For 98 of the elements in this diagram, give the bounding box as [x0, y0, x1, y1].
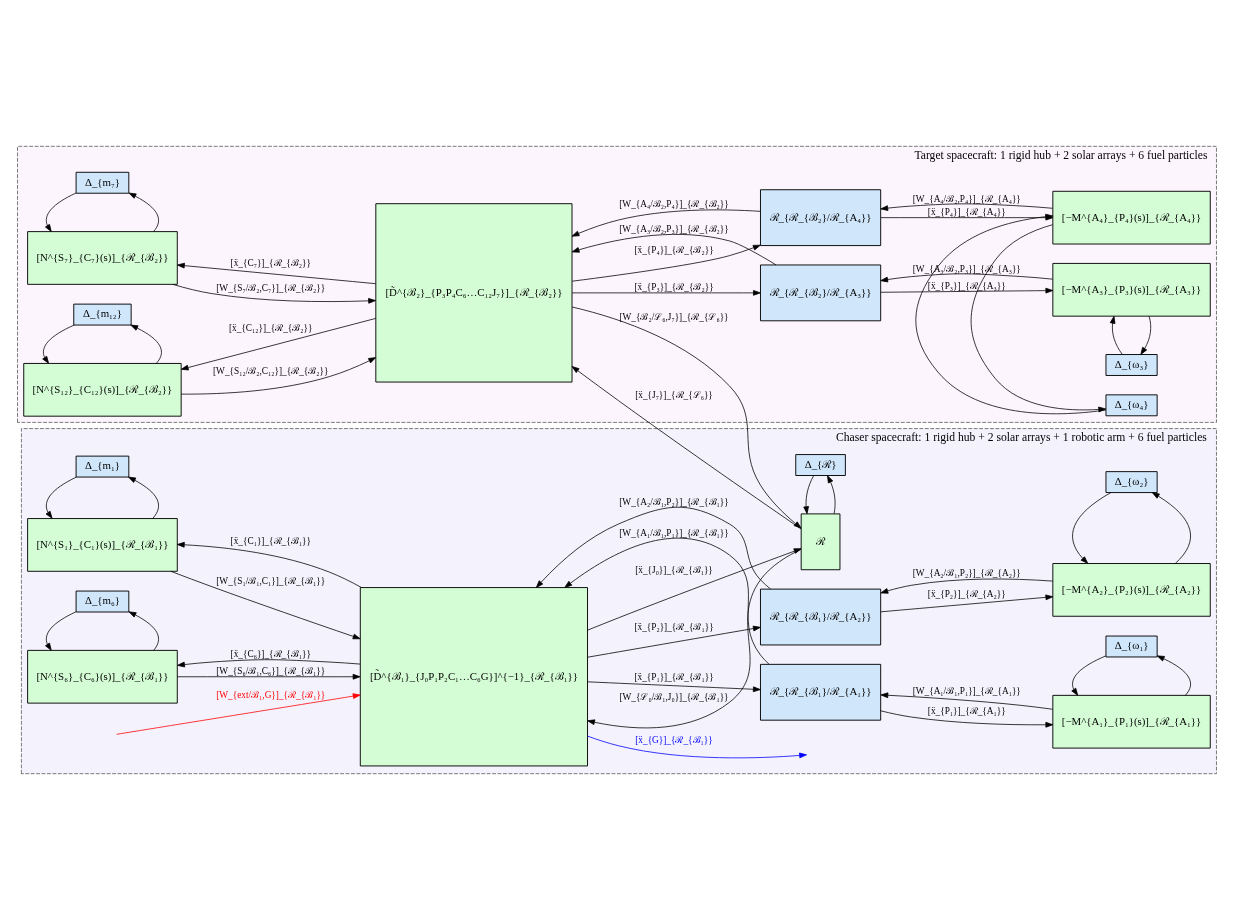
arrow	[177, 658, 361, 667]
arrow	[970, 223, 1107, 412]
node-box: ℛ_{ℛ_{ℬ₁}/ℛ_{A₁}}	[760, 663, 882, 721]
arrow	[827, 474, 836, 514]
arrow	[571, 289, 761, 296]
node-box: Δ_{ℛ}	[795, 453, 846, 476]
arrow	[180, 317, 377, 370]
arrow	[880, 709, 1054, 728]
edge-label: [W_{A₄/ℬ₂,P₄}]_{ℛ_{ℬ₂}}	[619, 198, 729, 209]
arrow	[128, 476, 159, 519]
arrow	[45, 192, 77, 232]
arrow	[587, 680, 761, 692]
edge-label: [W_{A₁/ℬ₁,P₁}]_{ℛ_{ℬ₁}}	[619, 527, 729, 538]
arrow	[880, 594, 1054, 612]
arrow	[587, 547, 802, 630]
arrow	[45, 476, 77, 519]
edge-label: [W_{A₄/ℬ₂,P₄}]_{ℛ_{A₄}}	[912, 193, 1021, 204]
edge-label: [W_{A₃/ℬ₂,P₃}]_{ℛ_{ℬ₂}}	[619, 223, 729, 234]
edge-label: [ẍ_{P₁}]_{ℛ_{ℬ₁}}	[634, 671, 714, 682]
arrow	[177, 262, 376, 284]
arrow	[880, 287, 1054, 293]
arrow	[176, 541, 362, 588]
edge-label: [ẍ_{C₆}]_{ℛ_{ℬ₁}}	[230, 648, 311, 659]
node-box: Δ_{m₁}	[75, 455, 130, 478]
node-box: [−M^{A₄}_{P₄}(s)]_{ℛ_{A₄}}	[1052, 190, 1211, 244]
edge-label: [W_{A₂/ℬ₁,P₂}]_{ℛ_{A₂}}	[912, 567, 1021, 578]
arrow	[172, 283, 376, 304]
edge-label: [W_{ℬ₂/ℒ₆,J₇}]_{ℛ_{ℒ₆}}	[619, 311, 729, 322]
arrow	[571, 209, 761, 237]
edge-label: [ẍ_{P₂}]_{ℛ_{A₂}}	[927, 588, 1006, 599]
node-box: Δ_{ω₃}	[1105, 353, 1158, 376]
edge-label: [ẍ_{J₇}]_{ℛ_{ℒ₆}}	[635, 389, 713, 400]
node-box: [D̃^{ℬ₂}_{P₃P₄C₆…C₁₂J₇}]_{ℛ_{ℬ₂}}	[375, 202, 573, 383]
edge-label: [W_{ℒ₀/ℬ₁,J₀}]_{ℛ_{ℬ₁}}	[619, 691, 729, 702]
node-box: [−M^{A₂}_{P₂}(s)]_{ℛ_{A₂}}	[1052, 562, 1211, 617]
edge-label: [ẍ_{C₁₂}]_{ℛ_{ℬ₂}}	[228, 322, 313, 333]
edge-label: [W_{A₃/ℬ₂,P₃}]_{ℛ_{A₃}}	[912, 263, 1021, 274]
edge-label: [W_{A₂/ℬ₁,P₂}]_{ℛ_{ℬ₁}}	[619, 496, 729, 507]
arrow	[880, 272, 1053, 282]
arrow	[45, 610, 77, 651]
arrow	[587, 735, 807, 758]
arrow	[1071, 654, 1107, 696]
node-box: [−M^{A₁}_{P₁}(s)]_{ℛ_{A₁}}	[1052, 694, 1211, 749]
edge-label: [ẍ_{P₄}]_{ℛ_{ℬ₂}}	[634, 244, 714, 255]
edge-label: [W_{A₁/ℬ₁,P₁}]_{ℛ_{A₁}}	[912, 685, 1021, 696]
node-box: Δ_{ω₄}	[1105, 393, 1158, 416]
node-box: Δ_{ω₂}	[1105, 470, 1158, 493]
edge-label: [ẍ_{P₁}]_{ℛ_{A₁}}	[927, 705, 1006, 716]
edge-label: [ẍ_{P₂}]_{ℛ_{ℬ₁}}	[634, 621, 714, 632]
edge-label: [ẍ_{G}]_{ℛ_{ℬ₁}}	[635, 734, 713, 745]
edge-label: [ẍ_{P₄}]_{ℛ_{A₄}}	[927, 206, 1006, 217]
edge-label: [ẍ_{P₃}]_{ℛ_{ℬ₂}}	[634, 281, 714, 292]
node-box: [N^{S₁₂}_{C₁₂}(s)]_{ℛ_{ℬ₂}}	[23, 362, 182, 417]
arrow	[170, 570, 361, 639]
edge-label: [W_{S₇/ℬ₂,C₇}]_{ℛ_{ℬ₂}}	[216, 282, 326, 293]
node-box: ℛ_{ℛ_{ℬ₂}/ℛ_{A₃}}	[760, 264, 882, 321]
node-box: ℛ	[800, 512, 841, 570]
arrow	[128, 192, 159, 232]
node-box: Δ_{ω₁}	[1105, 635, 1158, 657]
node-box: [−M^{A₃}_{P₃}(s)]_{ℛ_{A₃}}	[1052, 262, 1211, 317]
arrow	[1072, 491, 1112, 564]
edge-label: [ẍ_{J₀}]_{ℛ_{ℬ₁}}	[635, 564, 713, 575]
arrow	[571, 244, 761, 282]
arrow	[880, 691, 1053, 710]
node-box: ℛ_{ℛ_{ℬ₁}/ℛ_{A₂}}	[760, 588, 882, 645]
edge-label: [W_{S₁/ℬ₁,C₁}]_{ℛ_{ℬ₁}}	[216, 575, 326, 586]
node-box: [D̃^{ℬ₁}_{J₀P₁P₂C₁…C₆G}]^{−1}_{ℛ_{ℬ₁}}	[359, 586, 588, 766]
arrow	[803, 474, 815, 514]
arrow	[128, 610, 159, 651]
edge-label: [W_{S₆/ℬ₁,C₆}]_{ℛ_{ℬ₁}}	[216, 665, 326, 676]
arrow	[535, 506, 771, 589]
arrow	[571, 233, 777, 265]
edge-label: [W_{S₁₂/ℬ₂,C₁₂}]_{ℛ_{ℬ₂}}	[213, 365, 329, 376]
node-box: [N^{S₆}_{C₆}(s)]_{ℛ_{ℬ₁}}	[27, 649, 178, 704]
node-box: Δ_{m₁₂}	[73, 303, 132, 326]
arrow	[1140, 315, 1152, 355]
node-box: Δ_{m₆}	[75, 590, 130, 612]
arrow	[177, 673, 361, 680]
arrow	[1151, 491, 1191, 564]
arrow	[1109, 315, 1123, 355]
arrow	[1156, 654, 1191, 696]
node-box: [N^{S₇}_{C₇}(s)]_{ℛ_{ℬ₂}}	[27, 230, 178, 285]
arrow	[180, 356, 377, 394]
arrow	[116, 692, 361, 735]
edge-label: [ẍ_{C₇}]_{ℛ_{ℬ₂}}	[230, 257, 311, 268]
arrow	[42, 324, 75, 364]
edge-label: [ẍ_{C₁}]_{ℛ_{ℬ₁}}	[230, 535, 311, 546]
arrow	[880, 578, 1054, 594]
arrow	[587, 548, 802, 728]
node-box: Δ_{m₇}	[75, 171, 130, 194]
arrow	[130, 324, 162, 364]
arrow	[587, 625, 761, 658]
arrow	[880, 203, 1053, 211]
edge-label: [ẍ_{P₃}]_{ℛ_{A₃}}	[927, 280, 1006, 291]
edge-label: [W_{ext/ℬ₁,G}]_{ℛ_{ℬ₁}}	[216, 689, 326, 700]
node-box: ℛ_{ℛ_{ℬ₂}/ℛ_{A₄}}	[760, 188, 882, 246]
arrow	[564, 537, 770, 665]
node-box: [N^{S₁}_{C₁}(s)]_{ℛ_{ℬ₁}}	[27, 517, 178, 572]
